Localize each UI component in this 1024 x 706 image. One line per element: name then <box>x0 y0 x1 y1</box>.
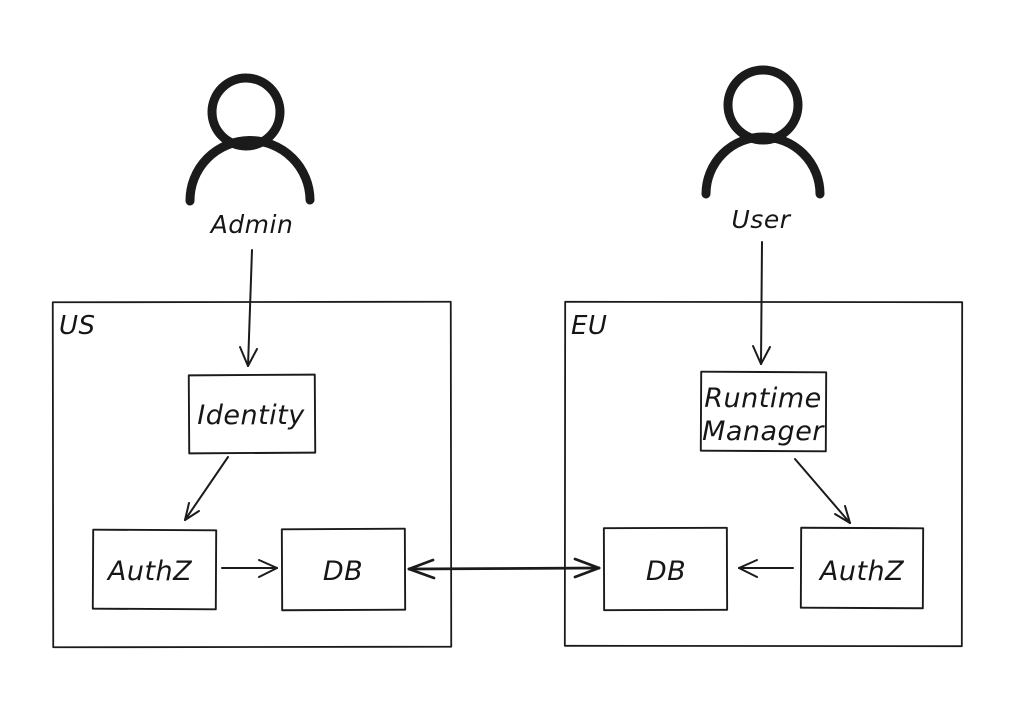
admin-actor: Admin <box>185 73 315 239</box>
eu-region-label: EU <box>571 311 607 341</box>
identity-node-label: Identity <box>197 400 305 431</box>
us-db-node: DB <box>280 527 407 612</box>
admin-label: Admin <box>209 210 294 239</box>
person-body-icon <box>185 136 315 206</box>
arrow-eu-authz-to-eu-db <box>738 559 794 578</box>
arrow-user-to-runtime-manager <box>752 241 771 365</box>
us-db-node-box <box>280 527 407 612</box>
us-authz-node: AuthZ <box>91 528 218 611</box>
arrow-admin-to-identity <box>239 249 258 367</box>
person-head-icon <box>207 73 285 151</box>
eu-db-node-label: DB <box>646 556 686 587</box>
arrow-us-db-to-eu-db-bidirectional <box>407 557 601 580</box>
runtime-manager-node: Runtime Manager <box>699 370 828 453</box>
eu-db-node-box <box>602 526 729 612</box>
eu-authz-node-box <box>799 526 925 610</box>
identity-node: Identity <box>187 373 317 455</box>
identity-node-box <box>187 373 317 455</box>
user-label: User <box>732 205 792 234</box>
runtime-manager-node-box <box>699 370 828 453</box>
us-db-node-label: DB <box>323 556 363 587</box>
eu-authz-node: AuthZ <box>799 526 925 610</box>
eu-region: EU Runtime Manager DB AuthZ <box>563 300 964 648</box>
arrow-runtime-manager-to-eu-authz <box>794 458 851 524</box>
person-head-icon <box>723 65 803 145</box>
person-body-icon <box>701 132 825 199</box>
us-authz-node-box <box>91 528 218 611</box>
eu-authz-node-label: AuthZ <box>818 556 904 587</box>
us-region-label: US <box>59 311 96 341</box>
person-icon <box>701 65 825 199</box>
eu-region-box <box>563 300 964 648</box>
arrow-identity-to-us-authz <box>184 456 229 521</box>
arrow-us-authz-to-us-db <box>221 559 278 578</box>
runtime-manager-node-label-line2: Manager <box>702 416 825 447</box>
us-region: US Identity AuthZ DB <box>51 300 453 649</box>
runtime-manager-node-label-line1: Runtime <box>704 383 822 414</box>
person-icon <box>185 73 315 206</box>
us-region-box <box>51 300 453 649</box>
user-actor: User <box>701 65 825 234</box>
us-authz-node-label: AuthZ <box>106 556 192 587</box>
eu-db-node: DB <box>602 526 729 612</box>
